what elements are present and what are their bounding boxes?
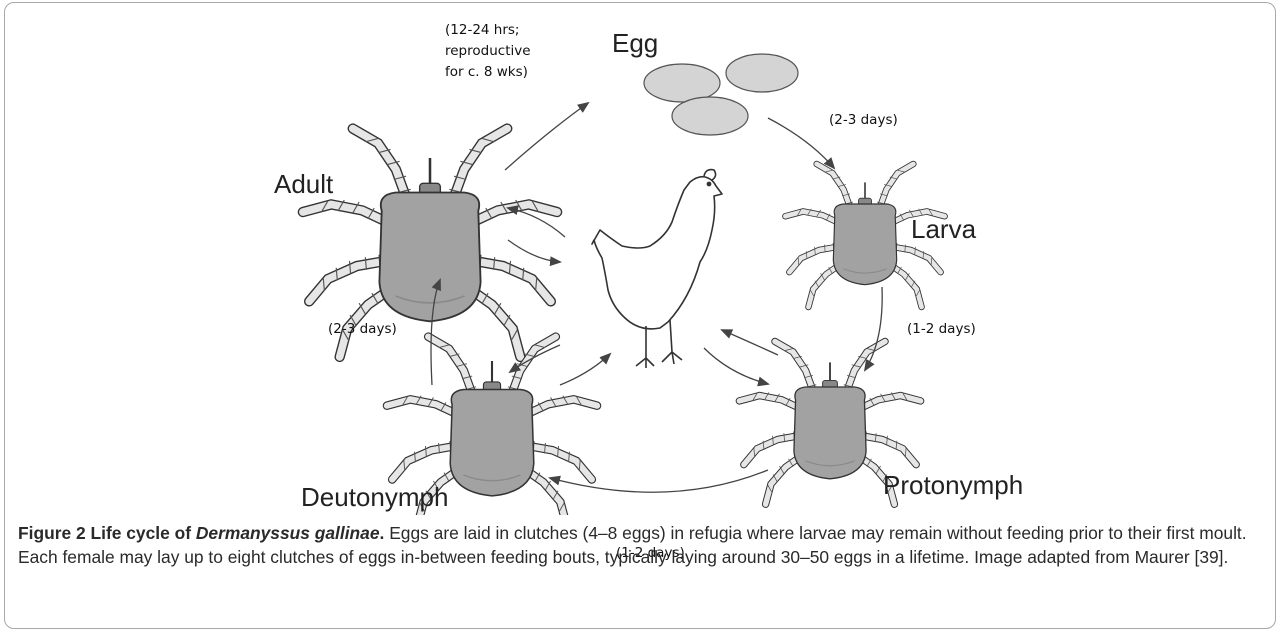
egg-icon <box>644 54 798 135</box>
stage-label-egg: Egg <box>612 28 658 59</box>
duration-larva-to-protonymph: (1-2 days) <box>907 319 976 340</box>
figure-title-end: . <box>380 523 385 543</box>
species-name: Dermanyssus gallinae <box>196 523 380 543</box>
stage-label-deutonymph: Deutonymph <box>301 482 448 513</box>
duration-deutonymph-to-adult: (2-3 days) <box>328 319 397 340</box>
duration-egg-to-larva: (2-3 days) <box>829 110 898 131</box>
figure-title-prefix: Life cycle of <box>91 523 192 543</box>
life-cycle-diagram <box>0 0 1281 515</box>
figure-caption: Figure 2 Life cycle of Dermanyssus galli… <box>18 521 1263 569</box>
stage-label-adult: Adult <box>274 169 333 200</box>
duration-adult-to-egg: (12-24 hrs; reproductive for c. 8 wks) <box>445 20 531 83</box>
stage-label-larva: Larva <box>911 214 976 245</box>
stage-label-protonymph: Protonymph <box>883 470 1023 501</box>
figure-number: Figure 2 <box>18 523 86 543</box>
hen-icon <box>592 170 722 368</box>
